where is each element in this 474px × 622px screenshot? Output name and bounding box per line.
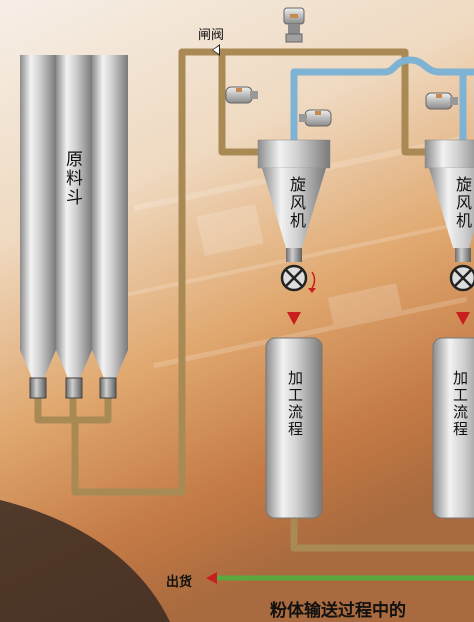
brown-pipes <box>34 48 474 552</box>
cyclone-1 <box>257 139 331 293</box>
silo-2 <box>56 55 92 399</box>
dark-corner <box>0 500 170 622</box>
output-arrow-icon <box>206 572 217 584</box>
gate-valve-label: 闸阀 <box>198 28 225 43</box>
gate-valve-icon <box>212 44 220 56</box>
silo-1 <box>20 55 56 399</box>
output-label: 出货 <box>166 575 193 590</box>
silo-3 <box>92 55 128 399</box>
pressure-gauge-icon <box>299 109 332 127</box>
pressure-gauge-icon <box>425 92 458 110</box>
cyclone-label: 旋风机 <box>453 176 472 230</box>
diagram-caption: 粉体输送过程中的 <box>270 601 406 621</box>
process-tank-2 <box>432 337 474 519</box>
process-label: 加工流程 <box>286 370 304 438</box>
silo-label: 原料斗 <box>62 150 82 207</box>
cyclone-label: 旋风机 <box>287 176 306 230</box>
cyclone-2 <box>424 139 474 292</box>
red-arrow-icon <box>287 312 301 325</box>
pressure-gauge-icon <box>225 86 258 104</box>
top-valve-icon <box>283 7 305 43</box>
process-tank-1 <box>265 337 323 519</box>
red-arrow-icon <box>456 312 470 325</box>
process-label: 加工流程 <box>451 370 469 438</box>
